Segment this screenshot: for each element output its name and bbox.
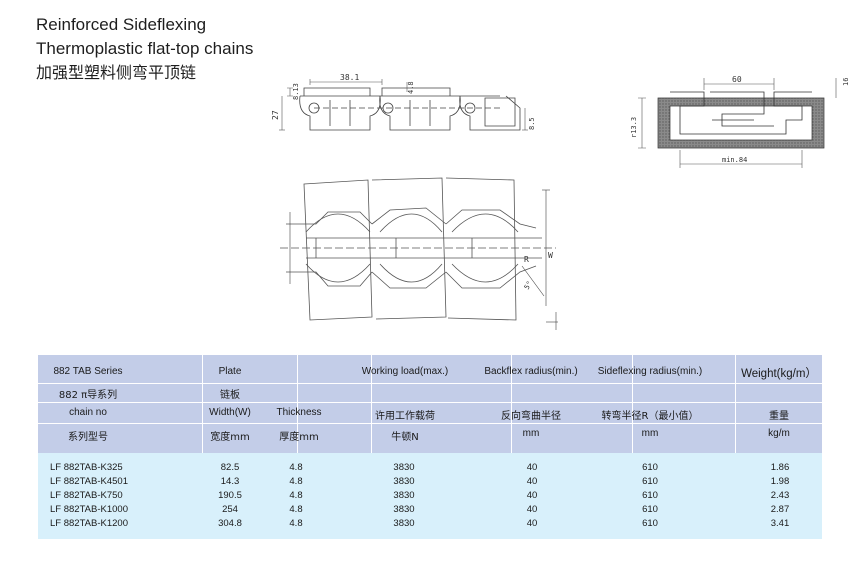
cell-thickness: 4.8 xyxy=(289,476,303,487)
cell-sideflex: 610 xyxy=(642,462,658,473)
spec-table-header: 882 TAB Series 882 π导系列 chain no 系列型号 Pl… xyxy=(38,355,822,453)
dim-step: 4.8 xyxy=(407,81,415,94)
cell-thickness: 4.8 xyxy=(289,462,303,473)
dim-pitch: 38.1 xyxy=(340,73,359,82)
cell-backflex: 40 xyxy=(526,476,538,487)
label-r: R xyxy=(524,255,529,264)
header-chain-no: chain no xyxy=(69,407,107,418)
header-width: Width(W) xyxy=(209,407,251,418)
cell-weight: 1.86 xyxy=(770,462,790,473)
spec-table: 882 TAB Series 882 π导系列 chain no 系列型号 Pl… xyxy=(38,355,822,539)
header-backflex-cn: 反向弯曲半径 xyxy=(501,411,561,422)
cell-width: 254 xyxy=(222,504,238,515)
cell-weight: 2.87 xyxy=(770,504,790,515)
dim-rail: 16 xyxy=(842,78,850,86)
cell-sideflex: 610 xyxy=(642,504,658,515)
cell-sideflex: 610 xyxy=(642,518,658,529)
cell-backflex: 40 xyxy=(526,490,538,501)
side-view-drawing: 38.1 8.13 4.8 27 8.5 xyxy=(271,73,536,131)
header-thickness: Thickness xyxy=(276,407,322,418)
cell-chain-no: LF 882TAB-K325 xyxy=(50,462,123,473)
cell-thickness: 4.8 xyxy=(289,504,303,515)
label-w: W xyxy=(548,251,553,260)
top-view-drawing: W R 5° xyxy=(280,177,558,330)
table-row: LF 882TAB-K750 190.5 4.8 3830 40 610 2.4… xyxy=(38,489,822,503)
cell-width: 14.3 xyxy=(220,476,240,487)
cell-working-load: 3830 xyxy=(393,504,415,515)
header-backflex: Backflex radius(min.) xyxy=(484,366,578,377)
header-thickness-cn: 厚度mm xyxy=(279,432,319,443)
cell-working-load: 3830 xyxy=(393,490,415,501)
cell-backflex: 40 xyxy=(526,462,538,473)
spec-table-body: LF 882TAB-K325 82.5 4.8 3830 40 610 1.86… xyxy=(38,453,822,539)
dim-height: 27 xyxy=(271,110,280,120)
header-plate: Plate xyxy=(218,366,242,377)
cell-width: 190.5 xyxy=(218,490,242,501)
cell-weight: 1.98 xyxy=(770,476,790,487)
cell-chain-no: LF 882TAB-K1000 xyxy=(50,504,128,515)
cell-width: 82.5 xyxy=(220,462,240,473)
dim-top: 8.13 xyxy=(292,83,300,100)
cell-sideflex: 610 xyxy=(642,476,658,487)
cell-sideflex: 610 xyxy=(642,490,658,501)
cell-chain-no: LF 882TAB-K4501 xyxy=(50,476,128,487)
header-sideflex: Sideflexing radius(min.) xyxy=(597,366,703,377)
cell-working-load: 3830 xyxy=(393,462,415,473)
cell-chain-no: LF 882TAB-K1200 xyxy=(50,518,128,529)
section-view-drawing: 60 16 r13.3 min.84 xyxy=(630,75,850,168)
cell-width: 304.8 xyxy=(218,518,242,529)
label-sweep: 5° xyxy=(523,280,534,291)
cell-working-load: 3830 xyxy=(393,518,415,529)
header-working-load-cn: 许用工作载荷 xyxy=(375,411,435,422)
table-row: LF 882TAB-K325 82.5 4.8 3830 40 610 1.86 xyxy=(38,461,822,475)
cell-weight: 2.43 xyxy=(770,490,790,501)
table-row: LF 882TAB-K1200 304.8 4.8 3830 40 610 3.… xyxy=(38,517,822,531)
header-plate-cn: 链板 xyxy=(220,390,240,401)
header-series: 882 TAB Series xyxy=(53,366,123,377)
table-row: LF 882TAB-K4501 14.3 4.8 3830 40 610 1.9… xyxy=(38,475,822,489)
header-weight-unit: kg/m xyxy=(768,428,790,439)
cell-thickness: 4.8 xyxy=(289,518,303,529)
cell-weight: 3.41 xyxy=(770,518,790,529)
cell-backflex: 40 xyxy=(526,504,538,515)
header-width-cn: 宽度mm xyxy=(210,432,250,443)
dim-track-height: r13.3 xyxy=(630,117,638,138)
header-backflex-unit: mm xyxy=(522,428,540,439)
dim-width: 60 xyxy=(732,75,742,84)
header-sideflex-cn: 转弯半径R（最小值） xyxy=(601,411,699,422)
dim-low: 8.5 xyxy=(528,117,536,130)
cell-working-load: 3830 xyxy=(393,476,415,487)
title-line-2: Thermoplastic flat-top chains xyxy=(36,39,254,58)
title-line-1: Reinforced Sideflexing xyxy=(36,15,207,34)
header-weight-cn: 重量 xyxy=(769,411,789,422)
header-working-load: Working load(max.) xyxy=(361,366,449,377)
header-chain-no-cn: 系列型号 xyxy=(68,432,108,443)
cell-thickness: 4.8 xyxy=(289,490,303,501)
dim-min: min.84 xyxy=(722,156,747,164)
header-sideflex-unit: mm xyxy=(641,428,659,439)
header-series-cn: 882 π导系列 xyxy=(58,390,118,401)
cell-chain-no: LF 882TAB-K750 xyxy=(50,490,123,501)
title-line-3: 加强型塑料侧弯平顶链 xyxy=(36,63,197,82)
cell-backflex: 40 xyxy=(526,518,538,529)
table-row: LF 882TAB-K1000 254 4.8 3830 40 610 2.87 xyxy=(38,503,822,517)
header-weight: Weight(kg/m） xyxy=(741,368,817,380)
header-working-load-unit: 牛顿N xyxy=(391,432,419,443)
